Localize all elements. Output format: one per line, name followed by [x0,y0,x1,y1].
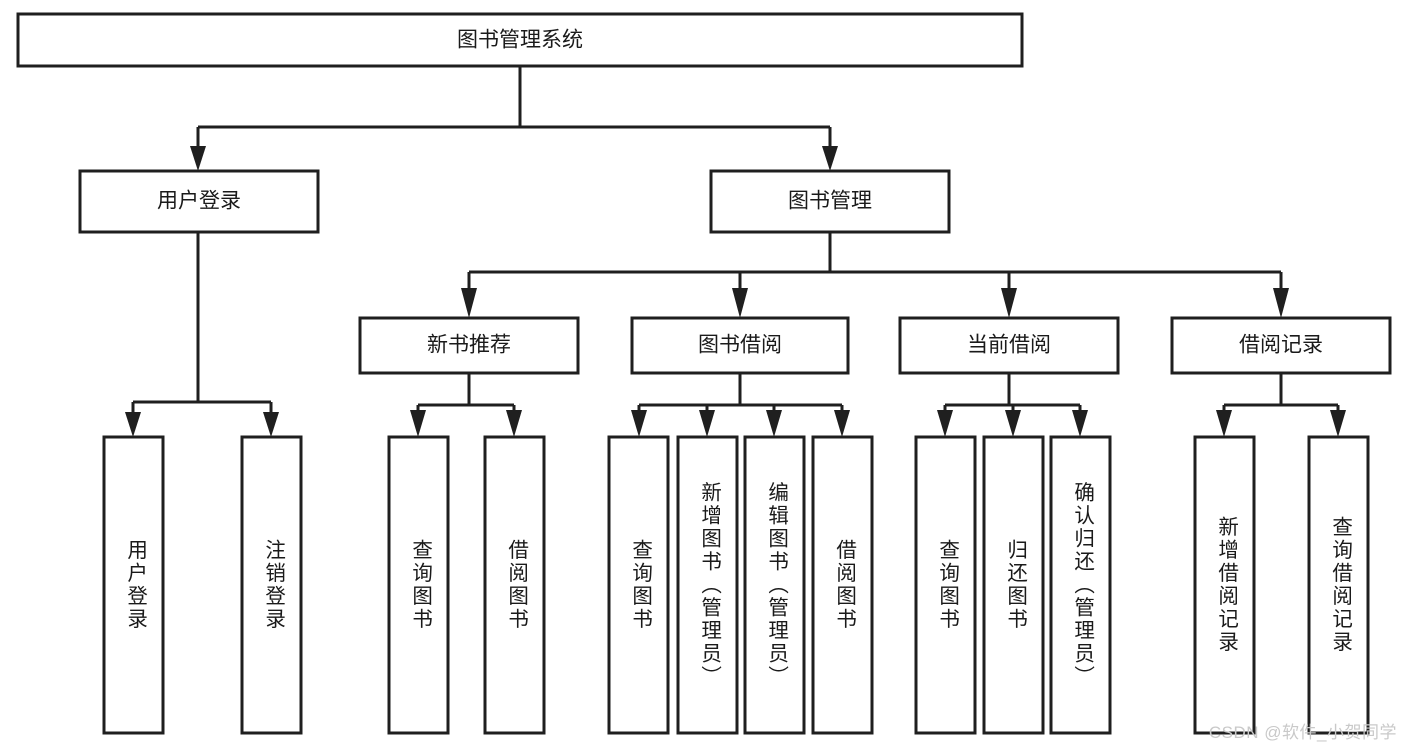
arrow-head-bb-3 [834,410,850,437]
arrow-head-cb-0 [937,410,953,437]
arrow-head-bb-1 [699,410,715,437]
node-book-borrow[interactable]: 图书借阅 [630,316,850,375]
leaf-node[interactable]: 查询图书 [914,435,977,735]
leaf-borrow-record-add-label: 新增借阅记录 [1215,516,1239,654]
leaf-user-login-logout-box[interactable] [240,435,303,735]
arrow-head-ul-1 [263,412,279,437]
node-current-borrow[interactable]: 当前借阅 [898,316,1120,375]
leaf-node[interactable]: 查询图书 [607,435,670,735]
leaf-user-login-login-box[interactable] [102,435,165,735]
leaf-node[interactable]: 借阅图书 [483,435,546,735]
leaf-book-borrow-edit-box[interactable] [743,435,806,735]
arrow-head-bb-0 [631,410,647,437]
leaf-borrow-record-add-box[interactable] [1193,435,1256,735]
leaf-current-borrow-confirm-box[interactable] [1049,435,1112,735]
leaf-node[interactable]: 编辑图书（管理员） [743,435,806,735]
connector-group-book-borrow [631,373,850,437]
leaf-node[interactable]: 查询图书 [387,435,450,735]
leaf-book-borrow-add-label: 新增图书（管理员） [698,482,722,689]
node-book-manage-label: 图书管理 [788,190,872,213]
node-new-book-recommend[interactable]: 新书推荐 [358,316,580,375]
leaf-node[interactable]: 归还图书 [982,435,1045,735]
node-borrow-record-box[interactable] [1170,316,1392,375]
node-new-book-recommend-label: 新书推荐 [427,334,511,357]
node-book-manage-box[interactable] [709,169,951,234]
node-root[interactable]: 图书管理系统 [16,12,1024,68]
node-book-borrow-box[interactable] [630,316,850,375]
node-borrow-record-label: 借阅记录 [1239,334,1323,357]
leaf-node[interactable]: 用户登录 [102,435,165,735]
leaf-book-borrow-add-box[interactable] [676,435,739,735]
arrow-head-ul-0 [125,412,141,437]
arrow-head-cb-1 [1005,410,1021,437]
leaf-borrow-record-query-box[interactable] [1307,435,1370,735]
leaf-node[interactable]: 新增借阅记录 [1193,435,1256,735]
leaf-book-borrow-query-box[interactable] [607,435,670,735]
leaf-node[interactable]: 确认归还（管理员） [1049,435,1112,735]
node-user-login-box[interactable] [78,169,320,234]
leaf-current-borrow-query-label: 查询图书 [936,539,960,631]
node-book-borrow-label: 图书借阅 [698,334,782,357]
leaf-book-borrow-borrow-box[interactable] [811,435,874,735]
leaf-current-borrow-query-box[interactable] [914,435,977,735]
arrow-head-user-login [190,146,206,171]
node-new-book-recommend-box[interactable] [358,316,580,375]
leaf-user-login-login-label: 用户登录 [124,539,148,631]
arrow-head-br-1 [1330,410,1346,437]
arrow-head-nb-1 [506,410,522,437]
node-user-login-label: 用户登录 [157,190,241,213]
leaf-book-borrow-edit-label: 编辑图书（管理员） [765,482,789,689]
node-root-box[interactable] [16,12,1024,68]
arrow-head-nb-0 [410,410,426,437]
leaf-current-borrow-return-label: 归还图书 [1004,539,1028,631]
leaf-new-book-query-box[interactable] [387,435,450,735]
leaf-new-book-query-label: 查询图书 [409,539,433,631]
connector-group-current-borrow [937,373,1088,437]
arrow-head-bm-0 [461,288,477,318]
arrow-head-bb-2 [766,410,782,437]
leaf-node[interactable]: 新增图书（管理员） [676,435,739,735]
arrow-head-book-manage [822,146,838,171]
node-book-manage[interactable]: 图书管理 [709,169,951,234]
watermark-text: CSDN @软件_小贺同学 [1208,723,1397,742]
connector-group-root [190,66,838,171]
leaf-node[interactable]: 查询借阅记录 [1307,435,1370,735]
node-root-label: 图书管理系统 [457,29,583,52]
node-user-login[interactable]: 用户登录 [78,169,320,234]
leaf-book-borrow-query-label: 查询图书 [629,539,653,631]
leaf-user-login-logout-label: 注销登录 [262,539,286,631]
leaf-node[interactable]: 借阅图书 [811,435,874,735]
arrow-head-bm-1 [732,288,748,318]
leaf-current-borrow-confirm-label: 确认归还（管理员） [1071,482,1095,689]
leaf-node[interactable]: 注销登录 [240,435,303,735]
arrow-head-bm-3 [1273,288,1289,318]
connector-group-new-book [410,373,522,437]
arrow-head-cb-2 [1072,410,1088,437]
leaf-book-borrow-borrow-label: 借阅图书 [833,539,857,631]
connector-group-borrow-record [1216,373,1346,437]
node-current-borrow-box[interactable] [898,316,1120,375]
node-current-borrow-label: 当前借阅 [967,334,1051,357]
leaf-new-book-borrow-box[interactable] [483,435,546,735]
node-borrow-record[interactable]: 借阅记录 [1170,316,1392,375]
connector-group-book-manage [461,232,1289,318]
leaf-new-book-borrow-label: 借阅图书 [505,539,529,631]
arrow-head-bm-2 [1001,288,1017,318]
leaf-current-borrow-return-box[interactable] [982,435,1045,735]
connector-group-user-login [125,232,279,437]
arrow-head-br-0 [1216,410,1232,437]
leaf-borrow-record-query-label: 查询借阅记录 [1329,516,1353,654]
